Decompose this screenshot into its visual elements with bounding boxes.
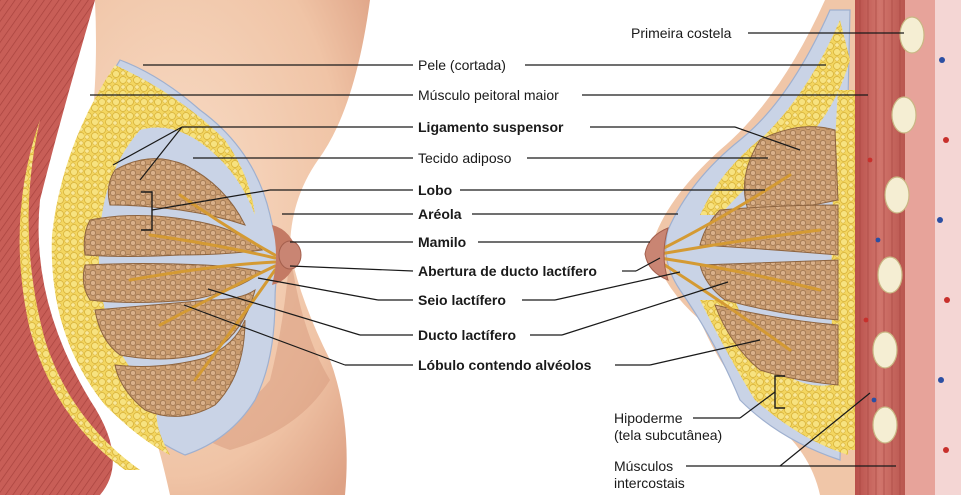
label-tecido-adiposo: Tecido adiposo — [418, 150, 512, 166]
intercostal-layer — [905, 0, 935, 495]
label-musculo-peitoral: Músculo peitoral maior — [418, 87, 559, 103]
lobe-bracket-left — [141, 191, 153, 231]
nipple-right — [644, 227, 669, 281]
label-lobo: Lobo — [418, 182, 453, 198]
label-hipoderme: Hipoderme — [614, 410, 683, 426]
label-ligamento-suspensor: Ligamento suspensor — [418, 119, 564, 135]
lobes-right — [699, 126, 839, 386]
adipose-tissue-left — [51, 65, 256, 455]
label-ducto-lactifero: Ducto lactífero — [418, 327, 517, 343]
adipose-tissue-right — [700, 20, 850, 215]
sagittal-view — [644, 0, 961, 495]
blood-vessels — [863, 57, 950, 453]
frontal-view — [0, 0, 370, 495]
breast-shadow — [180, 250, 330, 450]
ribs — [872, 16, 925, 444]
label-abertura-ducto: Abertura de ducto lactífero — [418, 263, 597, 279]
label-areola: Aréola — [418, 206, 462, 222]
label-mamilo: Mamilo — [418, 234, 467, 250]
pectoral-muscle-left — [0, 0, 113, 495]
label-lobulo: Lóbulo contendo alvéolos — [418, 357, 592, 373]
pleura-layer — [935, 0, 961, 495]
label-pele: Pele (cortada) — [418, 57, 506, 73]
label-musculos: Músculos — [614, 458, 674, 474]
label-seio-lactifero: Seio lactífero — [418, 292, 506, 308]
leader-lines — [90, 32, 904, 467]
label-musculos-sub: intercostais — [614, 475, 685, 491]
adipose-tissue-left-rim — [19, 120, 140, 470]
label-hipoderme-sub: (tela subcutânea) — [614, 427, 723, 443]
lactiferous-ducts-right — [658, 173, 822, 352]
label-primeira-costela: Primeira costela — [631, 25, 732, 41]
nipple-left — [278, 240, 302, 270]
